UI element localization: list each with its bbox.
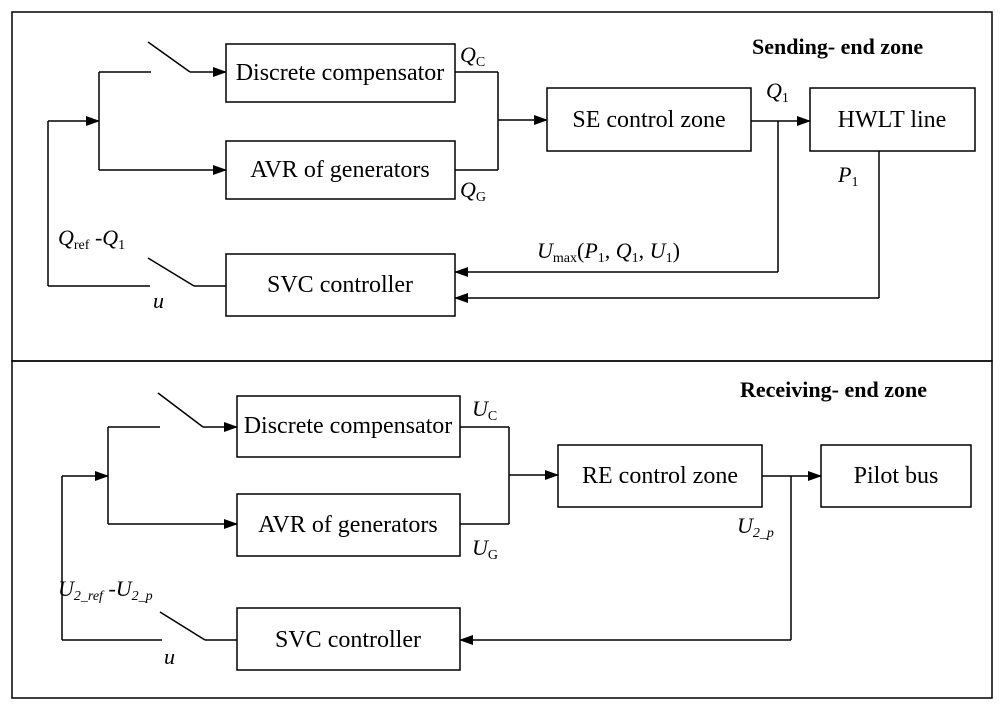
sending-avr-block: AVR of generators [225, 140, 456, 200]
label-ug: UG [472, 535, 498, 563]
svg-text:SVC controller: SVC controller [267, 272, 413, 298]
svg-text:Discrete compensator: Discrete compensator [244, 413, 453, 439]
label-u-receiving: u [164, 644, 175, 669]
receiving-end-zone-frame [11, 360, 993, 699]
label-u2p: U2_p [737, 513, 774, 541]
label-p1: P1 [837, 162, 858, 190]
svg-text:SVC controller: SVC controller [275, 627, 421, 653]
label-uc: UC [472, 396, 497, 424]
sending-wires [47, 41, 880, 303]
pilot-bus-block: Pilot bus [820, 444, 972, 508]
sending-svc-controller-block: SVC controller [225, 253, 456, 317]
svg-text:AVR of generators: AVR of generators [258, 512, 438, 538]
svg-text:HWLT line: HWLT line [838, 107, 947, 133]
sending-end-zone-title: Sending- end zone [752, 34, 923, 59]
receiving-end-zone-title: Receiving- end zone [740, 377, 927, 402]
label-q1: Q1 [766, 78, 789, 106]
svg-text:Discrete compensator: Discrete compensator [236, 60, 445, 86]
label-qc: QC [460, 42, 485, 70]
label-uref-u2p: U2_ref -U2_p [58, 576, 153, 604]
label-qref-q1: Qref -Q1 [58, 225, 125, 253]
receiving-avr-block: AVR of generators [236, 493, 461, 557]
svg-text:AVR of generators: AVR of generators [250, 157, 430, 183]
label-umax: Umax(P1, Q1, U1) [537, 238, 680, 266]
hwlt-line-block: HWLT line [809, 87, 976, 152]
receiving-discrete-compensator-block: Discrete compensator [236, 395, 461, 458]
label-qg: QG [460, 177, 486, 205]
receiving-svc-controller-block: SVC controller [236, 607, 461, 671]
svg-text:SE control zone: SE control zone [572, 107, 725, 133]
receiving-wires [61, 392, 822, 645]
re-control-zone-block: RE control zone [557, 444, 763, 508]
se-control-zone-block: SE control zone [546, 87, 752, 152]
sending-discrete-compensator-block: Discrete compensator [225, 43, 456, 103]
label-u-sending: u [153, 288, 164, 313]
svg-text:RE control zone: RE control zone [582, 463, 738, 489]
svg-text:Pilot bus: Pilot bus [854, 463, 939, 489]
